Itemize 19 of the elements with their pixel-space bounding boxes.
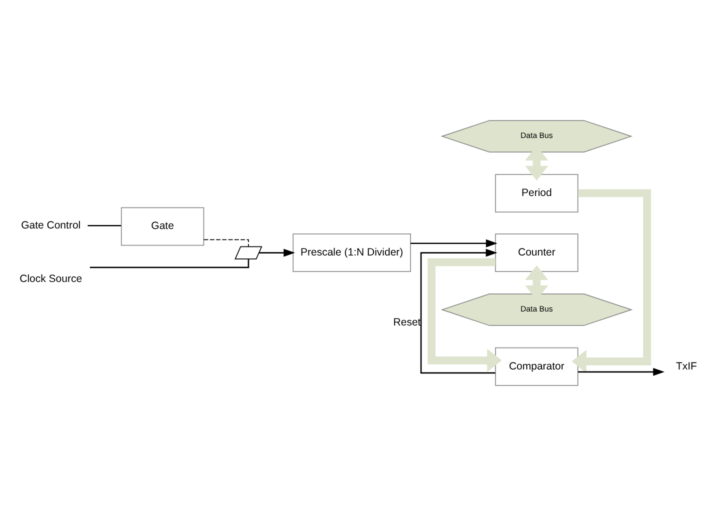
node-text: TxIF [676, 360, 697, 372]
node-box: Comparator [495, 347, 578, 386]
arrow [428, 258, 502, 372]
edge-label: Reset [393, 316, 421, 329]
node-box: Prescale (1:N Divider) [292, 234, 411, 272]
node-box: Gate [120, 207, 204, 246]
arrow [420, 248, 498, 374]
connector [90, 259, 250, 268]
arrow [410, 239, 498, 248]
connector [88, 224, 122, 226]
node-box: Period [495, 174, 578, 212]
node-text: Gate Control [21, 219, 81, 232]
arrow [259, 248, 296, 257]
arrow [572, 189, 651, 373]
node-text: Clock Source [20, 272, 82, 285]
node-box: Counter [495, 234, 578, 272]
arrow [578, 368, 665, 376]
node-switch [234, 246, 262, 260]
connector [203, 239, 249, 247]
